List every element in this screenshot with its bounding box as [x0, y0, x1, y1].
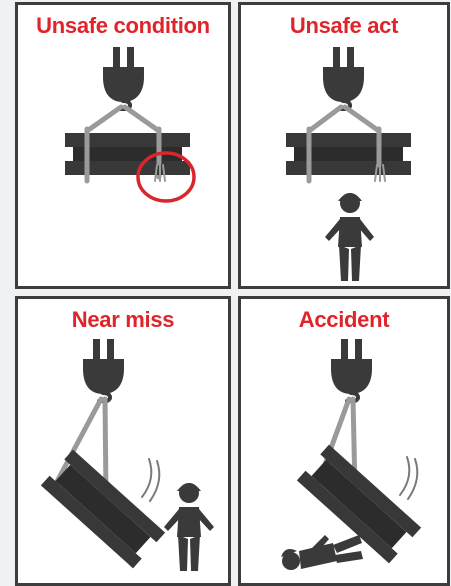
- worker-icon: [325, 193, 374, 281]
- motion-lines: [142, 459, 159, 501]
- panel-unsafe-condition: Unsafe condition: [15, 2, 231, 289]
- crane-hook-icon: [331, 339, 372, 401]
- crane-hook-icon: [83, 339, 124, 401]
- crane-illustration: [241, 299, 447, 583]
- worker-icon: [164, 483, 214, 571]
- steel-beam: [286, 133, 411, 175]
- crane-illustration: [18, 299, 228, 583]
- crane-illustration: [241, 5, 447, 286]
- panel-unsafe-act: Unsafe act: [238, 2, 450, 289]
- crane-hook-icon: [103, 47, 144, 109]
- motion-lines: [400, 457, 417, 499]
- falling-beam: [41, 450, 165, 569]
- crane-illustration: [18, 5, 228, 286]
- crane-hook-icon: [323, 47, 364, 109]
- panel-accident: Accident: [238, 296, 450, 586]
- fallen-worker-icon: [281, 535, 363, 570]
- panel-near-miss: Near miss: [15, 296, 231, 586]
- frayed-sling: [155, 165, 165, 181]
